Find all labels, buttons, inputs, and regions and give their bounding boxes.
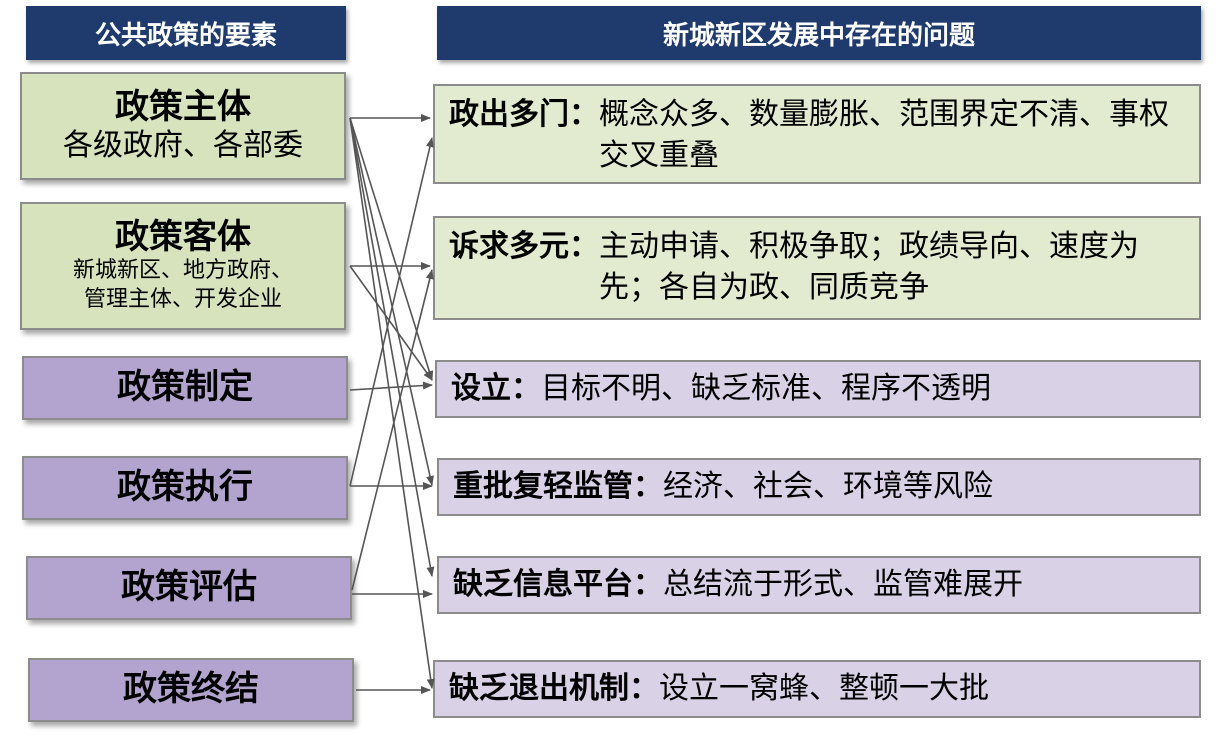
arrow-line [349, 265, 433, 381]
element-policy-object: 政策客体 新城新区、地方政府、 管理主体、开发企业 [20, 202, 346, 330]
problem-desc: 主动申请、积极争取；政绩导向、速度为先；各自为政、同质竞争 [599, 229, 1139, 306]
problem-key: 诉求多元： [449, 229, 599, 264]
element-policy-subject: 政策主体 各级政府、各部委 [20, 72, 346, 180]
arrow-line [349, 117, 435, 577]
problem-box: 诉求多元： 主动申请、积极争取；政绩导向、速度为先；各自为政、同质竞争 [433, 216, 1201, 320]
element-subtitle: 各级政府、各部委 [63, 127, 303, 163]
problem-desc: 经济、社会、环境等风险 [663, 469, 993, 505]
problem-key: 缺乏信息平台： [453, 567, 663, 603]
problem-desc: 设立一窝蜂、整顿一大批 [659, 671, 989, 707]
element-policy-execution: 政策执行 [22, 456, 348, 520]
problem-box: 缺乏信息平台： 总结流于形式、监管难展开 [437, 556, 1201, 614]
element-title: 政策主体 [115, 87, 251, 128]
problem-desc: 目标不明、缺乏标准、程序不透明 [541, 371, 991, 407]
element-title: 政策客体 [115, 216, 251, 257]
problem-box: 缺乏退出机制： 设立一窝蜂、整顿一大批 [433, 660, 1201, 718]
element-title: 政策评估 [121, 567, 257, 608]
problem-key: 重批复轻监管： [453, 469, 663, 505]
arrow-line [351, 269, 434, 591]
element-policy-making: 政策制定 [22, 356, 348, 420]
arrow-line [349, 117, 434, 381]
arrow-line [349, 137, 434, 487]
problem-box: 重批复轻监管： 经济、社会、环境等风险 [437, 458, 1201, 516]
left-header: 公共政策的要素 [26, 6, 346, 60]
arrow-line [349, 117, 435, 689]
problem-box: 设立： 目标不明、缺乏标准、程序不透明 [435, 360, 1201, 418]
arrow-line [349, 117, 434, 486]
problem-desc: 总结流于形式、监管难展开 [663, 567, 1023, 603]
right-header: 新城新区发展中存在的问题 [437, 6, 1201, 60]
element-policy-termination: 政策终结 [28, 658, 354, 722]
problem-key: 缺乏退出机制： [449, 671, 659, 707]
problem-key: 设立： [451, 371, 541, 407]
arrow-line [349, 381, 433, 391]
element-title: 政策终结 [123, 669, 259, 710]
element-title: 政策制定 [117, 367, 253, 408]
element-policy-evaluation: 政策评估 [26, 556, 352, 620]
element-subtitle-line2: 管理主体、开发企业 [83, 286, 282, 312]
problem-key: 政出多门： [449, 97, 599, 132]
element-title: 政策执行 [117, 467, 253, 508]
problem-box: 政出多门： 概念众多、数量膨胀、范围界定不清、事权交叉重叠 [433, 84, 1201, 184]
element-subtitle-line1: 新城新区、地方政府、 [72, 257, 293, 283]
problem-desc: 概念众多、数量膨胀、范围界定不清、事权交叉重叠 [599, 97, 1169, 174]
